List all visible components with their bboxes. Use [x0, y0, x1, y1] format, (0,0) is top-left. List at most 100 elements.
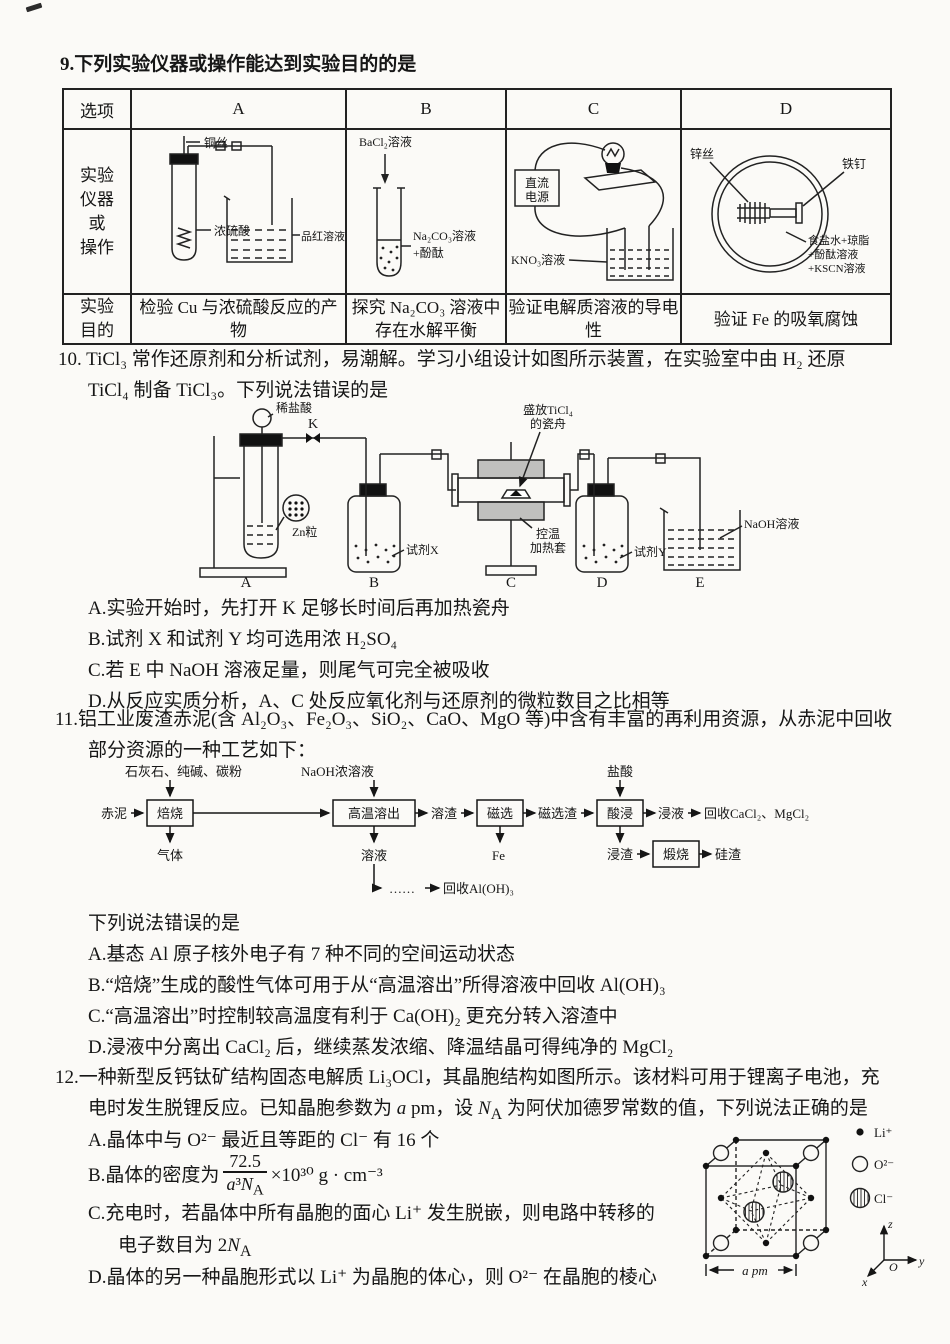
- label-reagent-x: 试剂X: [406, 542, 439, 557]
- legend-cl-label: Cl⁻: [874, 1191, 893, 1206]
- q9-header-c: C: [505, 88, 682, 130]
- wire: [534, 142, 606, 171]
- q9-diagram-d: 锌丝 铁钉 食盐水+琼脂 +酚酞溶液 +KSCN溶液: [690, 147, 869, 275]
- q11-stem-line1: 11.铝工业废渣赤泥(含 Al₂O₃、Fe₂O₃、SiO₂、CaO、MgO 等)…: [55, 709, 893, 730]
- legend-li-icon: [856, 1128, 864, 1136]
- label-naoh: NaOH溶液: [744, 516, 799, 531]
- flow-input-naoh: NaOH浓溶液: [301, 764, 374, 779]
- axes: [867, 1224, 918, 1277]
- label-reagent-y: 试剂Y: [634, 544, 667, 559]
- q10-option-d: D.从反应实质分析，A、C 处反应氧化剂与还原剂的微粒数目之比相等: [88, 691, 670, 712]
- q12-option-b-suffix: ×10³⁰ g · cm⁻³: [270, 1164, 383, 1186]
- petri-dish-outer: [711, 155, 829, 273]
- label-dc-2: 电源: [525, 190, 549, 204]
- q11-option-b: B.“焙烧”生成的酸性气体可用于从“高温溶出”所得溶液中回收 Al(OH)₃: [88, 975, 666, 996]
- q10-apparatus-diagram: 稀盐酸 K Zn粒 试剂X 盛放TiCl₄ 的瓷舟 控温 加热套 试剂Y NaO…: [199, 400, 799, 590]
- wire: [534, 205, 626, 237]
- reagent-x-liquid: [354, 543, 396, 564]
- zinc-granules: [288, 501, 304, 517]
- q9-apparatus-rowlabel-line: 仪器: [80, 189, 114, 209]
- q9-header-d: D: [680, 88, 892, 130]
- q10-options: A.实验开始时，先打开 K 足够长时间后再加热瓷舟 B.试剂 X 和试剂 Y 均…: [88, 593, 670, 717]
- iron-nail: [769, 202, 803, 224]
- cl-ions: [743, 1171, 794, 1223]
- legend-cl-icon: [849, 1187, 871, 1209]
- legend-li-label: Li⁺: [874, 1125, 892, 1140]
- label-iron-nail: 铁钉: [842, 157, 866, 171]
- q12-option-d: D.晶体的另一种晶胞形式以 Li⁺ 为晶胞的体心，则 O²⁻ 在晶胞的棱心: [88, 1267, 657, 1288]
- flow-leachate: 浸液: [658, 806, 684, 821]
- fraction-denominator: a³NA: [226, 1173, 264, 1199]
- naoh-beaker: [650, 453, 743, 571]
- q9-apparatus-row: 实验 仪器 或 操作: [62, 128, 892, 295]
- flow-recover-cacl2: 回收CaCl₂、MgCl₂: [704, 806, 809, 821]
- naoh-liquid: [668, 529, 736, 566]
- label-medium-2: +酚酞溶液: [808, 247, 858, 261]
- wash-bottle-y: [570, 449, 650, 573]
- q12-option-c-line1: C.充电时，若晶体中所有晶胞的面心 Li⁺ 发生脱嵌，则电路中转移的: [88, 1203, 655, 1224]
- label-boat-2: 的瓷舟: [530, 416, 566, 431]
- q9-title: 9.下列实验仪器或操作能达到实验目的的是: [60, 54, 417, 75]
- label-zn: Zn粒: [292, 524, 317, 539]
- flow-box-roasting-label: 焙烧: [157, 806, 183, 821]
- petri-dish-inner: [717, 161, 823, 267]
- q11-flowchart: 石灰石、纯碱、碳粉 NaOH浓溶液 盐酸 赤泥 焙烧 高温溶出 溶渣 磁选 磁选…: [101, 764, 809, 896]
- q10-stem-line2: TiCl₄ 制备 TiCl₃。下列说法错误的是: [88, 380, 389, 401]
- dimension-label: a pm: [742, 1263, 768, 1278]
- tube-furnace: [431, 431, 571, 576]
- label-conc-acid: 浓硫酸: [214, 223, 250, 238]
- flow-solution: 溶液: [361, 848, 387, 863]
- q12-stem-line1: 12.一种新型反钙钛矿结构固态电解质 Li₃OCl，其晶胞结构如图所示。该材料可…: [55, 1067, 880, 1088]
- crystal-legend: Li⁺ O²⁻ Cl⁻: [849, 1125, 894, 1209]
- o-ions: [712, 1144, 820, 1252]
- label-medium-1: 食盐水+琼脂: [808, 233, 869, 247]
- zinc-coil: [737, 202, 770, 224]
- q9-purpose-d: 验证 Fe 的吸氧腐蚀: [680, 293, 892, 345]
- axis-y-label: y: [918, 1254, 925, 1268]
- fraction-bar: [223, 1170, 267, 1173]
- q9-header-sel: 选项: [62, 88, 132, 130]
- label-kno3: KNO₃溶液: [511, 252, 565, 267]
- carbonate-liquid: [379, 245, 399, 272]
- q10-stem-line1: 10. TiCl₃ 常作还原剂和分析试剂，易潮解。学习小组设计如图所示装置，在实…: [58, 349, 846, 370]
- scan-artifact: [25, 2, 43, 13]
- q9-apparatus-c-cell: 直流 电源 KNO₃溶液: [505, 128, 682, 295]
- fraction: 72.5 a³NA: [223, 1152, 267, 1199]
- flow-dots: ……: [389, 881, 415, 896]
- q9-header-a: A: [130, 88, 347, 130]
- acid-liquid: [247, 525, 275, 545]
- q9-purpose-b: 探究 Na₂CO₃ 溶液中存在水解平衡: [345, 293, 507, 345]
- li-ions: [702, 1136, 830, 1260]
- label-na2co3: Na₂CO₃溶液: [413, 228, 476, 243]
- label-bacl2: BaCl₂溶液: [359, 134, 412, 149]
- letter-a: A: [241, 575, 252, 590]
- label-boat-1: 盛放TiCl₄: [523, 402, 573, 417]
- label-phenolphthalein: +酚酞: [413, 245, 444, 260]
- flow-fe: Fe: [492, 848, 505, 863]
- q12-option-b-prefix: B.晶体的密度为: [88, 1164, 220, 1186]
- flow-recover-aloh3: 回收Al(OH)₃: [443, 881, 514, 896]
- beaker: [606, 228, 674, 281]
- q12-option-b: B.晶体的密度为 72.5 a³NA ×10³⁰ g · cm⁻³: [88, 1152, 383, 1198]
- q9-table: 选项 A B C D 实验 仪器 或 操作: [62, 88, 892, 345]
- q9-apparatus-a-cell: 铜丝 浓硫酸 品红溶液: [130, 128, 347, 295]
- flow-box-acid-leach-label: 酸浸: [607, 806, 633, 821]
- valve-k: [282, 433, 366, 443]
- q11-options: 下列说法错误的是 A.基态 Al 原子核外电子有 7 种不同的空间运动状态 B.…: [88, 908, 673, 1063]
- q9-purpose-rowlabel-line: 实验: [80, 297, 114, 316]
- q9-apparatus-rowlabel: 实验 仪器 或 操作: [62, 128, 132, 295]
- flow-residue: 溶渣: [431, 806, 457, 821]
- flow-box-calcination-label: 煅烧: [663, 847, 689, 862]
- flow-start-redmud: 赤泥: [101, 806, 127, 821]
- q9-apparatus-rowlabel-line: 或: [88, 213, 106, 233]
- wire: [620, 167, 665, 227]
- q9-purpose-c: 验证电解质溶液的导电性: [505, 293, 682, 345]
- dc-power-box: [514, 169, 560, 207]
- q9-apparatus-b-cell: BaCl₂溶液 Na₂CO₃溶液 +酚酞: [345, 128, 507, 295]
- q9-purpose-rowlabel-line: 目的: [80, 321, 114, 340]
- q12-option-a: A.晶体中与 O²⁻ 最近且等距的 Cl⁻ 有 16 个: [88, 1130, 440, 1151]
- label-copper-wire: 铜丝: [204, 135, 228, 150]
- q9-diagram-a: 铜丝 浓硫酸 品红溶液: [169, 135, 345, 263]
- dimension-line: [705, 1264, 797, 1276]
- q9-apparatus-d-cell: 锌丝 铁钉 食盐水+琼脂 +酚酞溶液 +KSCN溶液: [680, 128, 892, 295]
